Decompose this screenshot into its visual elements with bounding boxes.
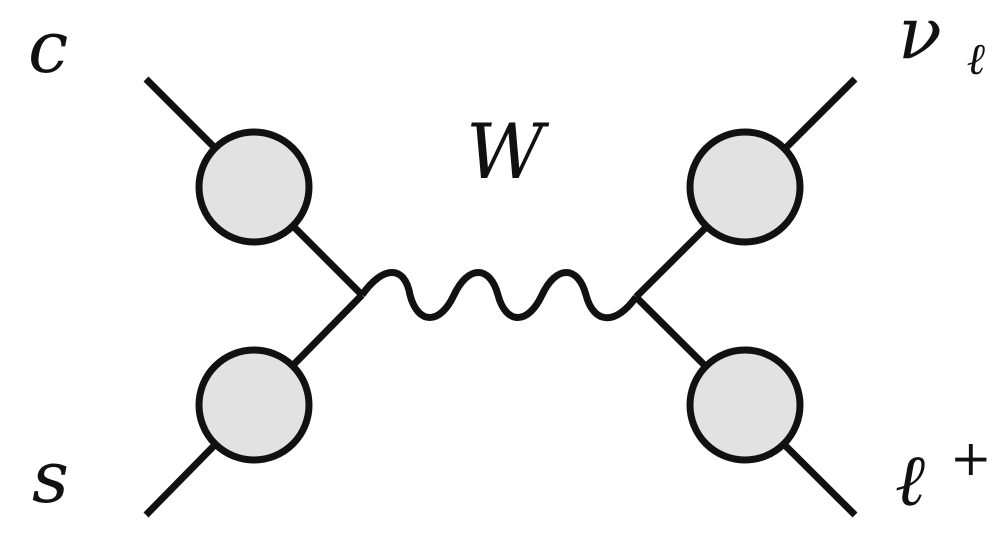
vertex-blob-c	[195, 128, 313, 246]
w-boson-propagator	[359, 269, 639, 322]
label-neutrino: ν ℓ	[898, 0, 986, 85]
vertex-blob-neutrino	[686, 128, 804, 246]
label-c: c	[28, 5, 68, 89]
label-s: s	[32, 435, 69, 519]
vertex-blob-s	[195, 346, 313, 464]
vertex-blob-lepton	[686, 346, 804, 464]
label-w: W	[466, 107, 550, 196]
label-lepton-symbol: ℓ	[895, 438, 925, 522]
label-lepton: ℓ +	[895, 429, 992, 522]
label-neutrino-subscript: ℓ	[967, 34, 986, 85]
label-lepton-superscript: +	[950, 429, 992, 487]
label-neutrino-symbol: ν	[898, 0, 942, 75]
